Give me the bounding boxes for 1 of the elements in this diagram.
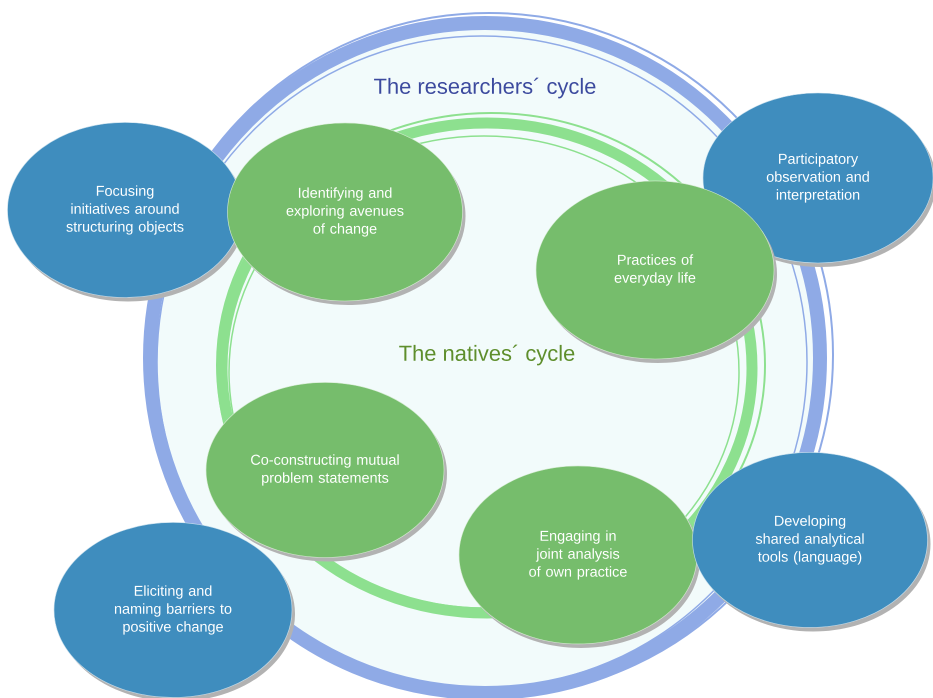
cycle-title: The researchers´ cycle bbox=[374, 78, 596, 98]
